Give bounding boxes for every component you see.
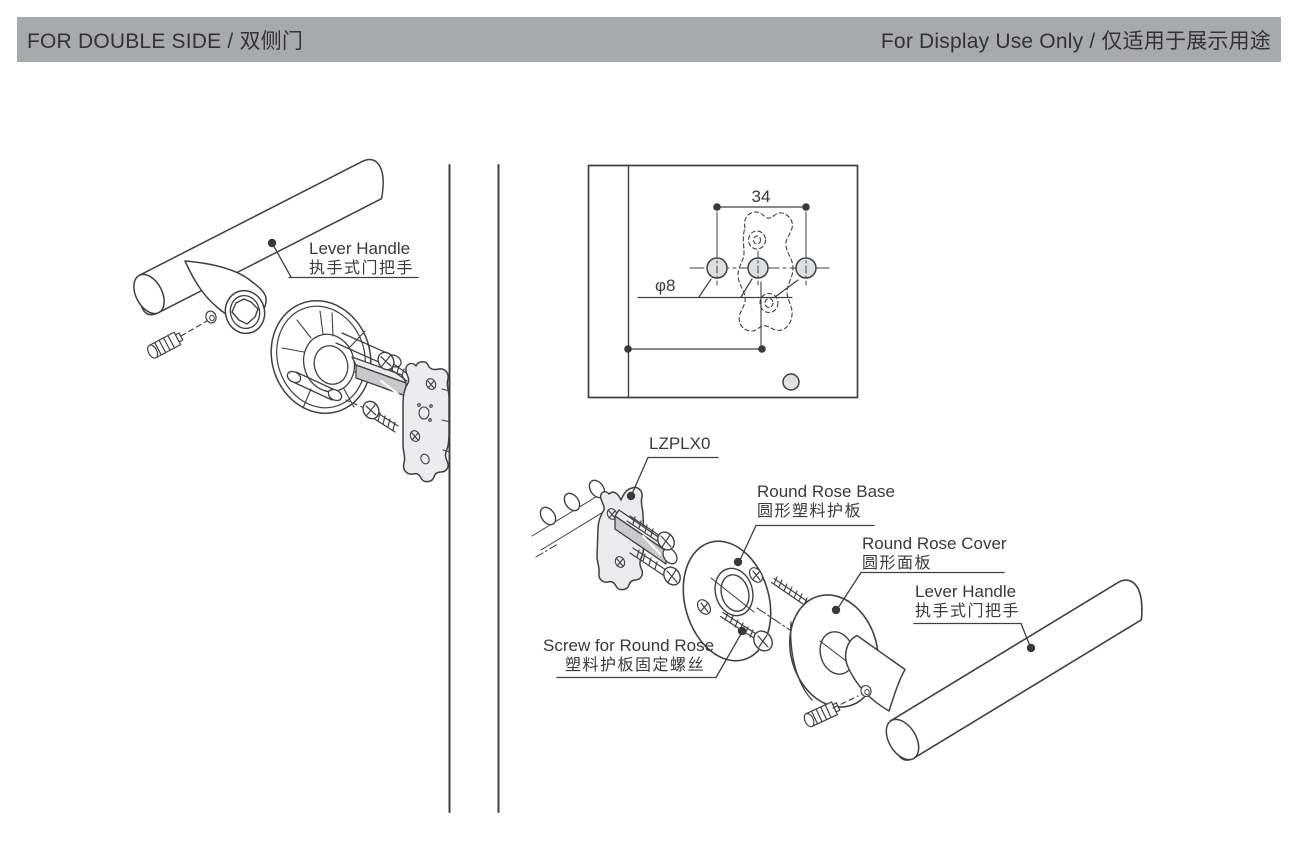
right-rose-base	[682, 540, 772, 662]
label-lever-handle-right-en: Lever Handle	[915, 582, 1017, 601]
left-lever-handle	[133, 158, 384, 335]
label-rose-base: Round Rose Base 圆形塑料护板	[757, 482, 895, 521]
header-right-note: For Display Use Only / 仅适用于展示用途	[880, 29, 1271, 53]
dim-line-34	[713, 203, 810, 253]
label-rose-cover-en: Round Rose Cover	[862, 534, 1007, 553]
left-set-screw	[147, 331, 184, 359]
right-plate-screws	[626, 515, 681, 586]
set-screw-axis-dashed	[180, 320, 208, 337]
rose-stud	[770, 576, 813, 610]
label-lever-handle-left-en: Lever Handle	[309, 239, 411, 258]
label-rose-cover-zh: 圆形面板	[862, 555, 933, 572]
header-left-title: FOR DOUBLE SIDE / 双侧门	[27, 29, 304, 53]
dim-line-phi8	[637, 278, 799, 299]
hole-centerlines	[716, 250, 807, 286]
corner-hole	[782, 373, 800, 391]
label-rose-screw-en: Screw for Round Rose	[543, 636, 715, 655]
label-rose-screw: Screw for Round Rose 塑料护板固定螺丝	[543, 636, 715, 675]
label-rose-base-zh: 圆形塑料护板	[757, 503, 863, 520]
dimension-hole-spacing: 34	[751, 187, 771, 206]
right-set-screw	[803, 701, 841, 728]
label-rose-screw-zh: 塑料护板固定螺丝	[564, 657, 705, 674]
header-bar: FOR DOUBLE SIDE / 双侧门 For Display Use On…	[17, 17, 1281, 62]
right-lever-handle	[845, 579, 1143, 761]
left-rose-plate	[270, 299, 377, 415]
dimension-panel	[587, 164, 859, 399]
label-lever-handle-left-zh: 执手式门把手	[309, 260, 415, 277]
left-mounting-screws	[362, 351, 410, 433]
label-lever-handle-right: Lever Handle 执手式门把手	[915, 582, 1020, 621]
label-rose-base-en: Round Rose Base	[757, 482, 895, 501]
label-lever-handle-left: Lever Handle 执手式门把手	[309, 239, 414, 278]
label-rose-cover: Round Rose Cover 圆形面板	[862, 534, 1007, 573]
right-assembly	[531, 479, 1143, 761]
right-mounting-plate	[596, 486, 645, 591]
rose-spokes	[281, 310, 377, 409]
left-assembly	[133, 158, 451, 483]
callout-leaders	[267, 238, 1036, 679]
plate-to-door-lines	[441, 388, 451, 453]
plate-holes	[409, 378, 437, 465]
door-edge-lines	[448, 164, 500, 813]
left-mounting-plate	[402, 361, 450, 483]
dimension-hole-diameter: φ8	[655, 276, 676, 295]
label-model-number: LZPLX0	[649, 434, 711, 453]
drill-holes	[706, 257, 817, 279]
label-lever-handle-right-zh: 执手式门把手	[915, 603, 1021, 620]
dim-line-bottom	[624, 281, 766, 353]
